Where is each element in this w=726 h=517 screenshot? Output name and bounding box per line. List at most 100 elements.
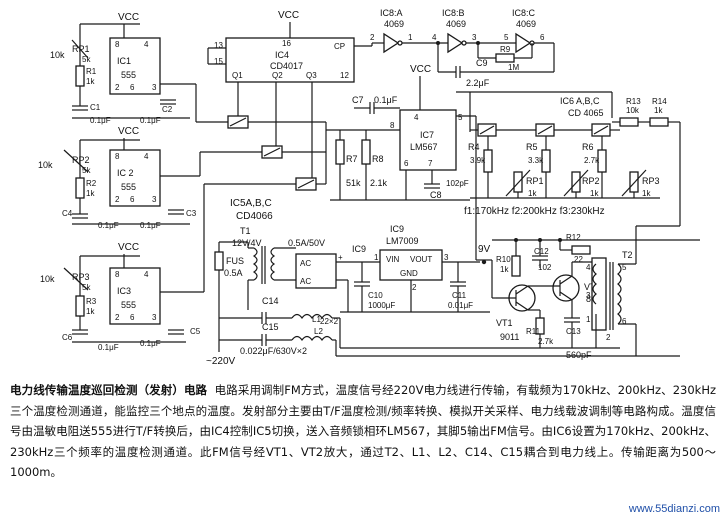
t2-primary bbox=[592, 263, 597, 305]
inductor-value: 22×2 bbox=[320, 317, 339, 326]
l1-inductor bbox=[291, 313, 333, 320]
svg-text:6: 6 bbox=[540, 33, 545, 42]
svg-text:5: 5 bbox=[458, 113, 463, 122]
l2-label: L2 bbox=[314, 327, 323, 336]
r13-resistor bbox=[619, 117, 639, 127]
caption-title: 电力线传输温度巡回检测（发射）电路 bbox=[10, 383, 208, 397]
c7-value: 0.1μF bbox=[374, 95, 398, 105]
rp3-tune-label: RP3 bbox=[642, 176, 660, 186]
supply-9v: 9V bbox=[478, 244, 491, 255]
c2-value: 0.1μF bbox=[140, 116, 161, 125]
ic4-counter-group: VCC 16 13 15 CP Q1 Q2 Q3 12 IC4 CD4017 bbox=[207, 10, 372, 178]
c13-label: C13 bbox=[566, 327, 581, 336]
r5-value: 3.3k bbox=[528, 156, 544, 165]
vt1-part: 9011 bbox=[500, 332, 519, 342]
r7-label: R7 bbox=[346, 154, 358, 164]
c5-label: C5 bbox=[190, 327, 201, 336]
svg-text:3: 3 bbox=[586, 291, 591, 300]
svg-text:2: 2 bbox=[115, 313, 120, 322]
r3-value: 1k bbox=[86, 307, 95, 316]
r2-label: R2 bbox=[86, 179, 97, 188]
vcc-label-ic2: VCC bbox=[118, 126, 139, 137]
c6-value: 0.1μF bbox=[98, 343, 119, 352]
svg-text:12: 12 bbox=[340, 71, 349, 80]
svg-text:3: 3 bbox=[444, 253, 449, 262]
ic2-name: IC 2 bbox=[117, 168, 134, 178]
coupling-group: C14 L1 22×2 C15 L2 0.022μF/630V×2 bbox=[219, 296, 680, 357]
rp2-tune-label: RP2 bbox=[582, 176, 600, 186]
svg-text:Q1: Q1 bbox=[232, 71, 243, 80]
ic3-chip bbox=[109, 267, 161, 325]
ic3-part: 555 bbox=[121, 300, 136, 310]
mains-label: ~220V bbox=[206, 356, 236, 367]
svg-text:6: 6 bbox=[130, 83, 135, 92]
vcc-label-ic1: VCC bbox=[118, 12, 139, 23]
r8-resistor bbox=[361, 139, 371, 165]
svg-text:5: 5 bbox=[622, 263, 627, 272]
c2-label: C2 bbox=[162, 105, 173, 114]
c8-value: 102pF bbox=[446, 179, 469, 188]
c8-label: C8 bbox=[430, 190, 442, 200]
frequency-channels: f1:170kHz f2:200kHz f3:230kHz bbox=[464, 206, 605, 217]
r2-value: 1k bbox=[86, 189, 95, 198]
rp1-tune-value: 1k bbox=[528, 189, 537, 198]
ic4-chip bbox=[225, 37, 355, 83]
svg-text:+: + bbox=[338, 253, 343, 262]
ic9-part: LM7009 bbox=[386, 236, 419, 246]
site-watermark: www.55dianzi.com bbox=[628, 503, 720, 515]
rp2-label: RP2 bbox=[72, 155, 90, 165]
c14-label: C14 bbox=[262, 296, 279, 306]
power-supply-group: T1 12V/4V FUS 0.5A 0.5A/50V AC AC + IC9 … bbox=[206, 224, 491, 367]
t2-secondary bbox=[617, 263, 622, 325]
svg-text:6: 6 bbox=[130, 195, 135, 204]
svg-text:3: 3 bbox=[152, 83, 157, 92]
ic8-oscillator-group: IC8:A 4069 IC8:B 4069 IC8:C 4069 2 4 1 3… bbox=[370, 8, 555, 88]
rp3-tune-value: 1k bbox=[642, 189, 651, 198]
pot2-value: 10k bbox=[38, 160, 53, 170]
c4-value: 0.1μF bbox=[98, 221, 119, 230]
ic3-name: IC3 bbox=[117, 286, 131, 296]
r12-value: 22 bbox=[574, 255, 583, 264]
svg-text:8: 8 bbox=[115, 152, 120, 161]
svg-text:Q2: Q2 bbox=[272, 71, 283, 80]
r7-resistor bbox=[335, 139, 345, 165]
ic9-name: IC9 bbox=[390, 224, 404, 234]
svg-text:3: 3 bbox=[152, 195, 157, 204]
ic8c-label: IC8:C bbox=[512, 8, 536, 18]
c5-value: 0.1μF bbox=[140, 339, 161, 348]
svg-text:4: 4 bbox=[144, 270, 149, 279]
ic8b-label: IC8:B bbox=[442, 8, 465, 18]
inverter-a bbox=[383, 32, 400, 54]
l2-inductor bbox=[291, 335, 333, 342]
vt2-transistor bbox=[552, 274, 580, 302]
r14-resistor bbox=[649, 117, 669, 127]
r14-value: 1k bbox=[654, 106, 663, 115]
ic6-name: IC6 A,B,C bbox=[560, 96, 600, 106]
ic1-name: IC1 bbox=[117, 56, 131, 66]
vcc-label-ic3: VCC bbox=[118, 242, 139, 253]
ic7-name: IC7 bbox=[420, 130, 434, 140]
rp2-tune-value: 1k bbox=[590, 189, 599, 198]
svg-text:2: 2 bbox=[606, 333, 611, 342]
vcc-label-ic4: VCC bbox=[278, 10, 299, 21]
ic2-chip bbox=[109, 149, 161, 207]
vcc-label-ic7: VCC bbox=[410, 64, 431, 75]
c11-label: C11 bbox=[452, 291, 467, 300]
svg-text:Q3: Q3 bbox=[306, 71, 317, 80]
rp3-label: RP3 bbox=[72, 272, 90, 282]
ic6-tuning-group: IC6 A,B,C CD 4065 R13 R14 10k 1k R4 3.9k… bbox=[456, 91, 681, 226]
r7-value: 51k bbox=[346, 178, 361, 188]
r13-label: R13 bbox=[626, 97, 641, 106]
c9-value: 2.2μF bbox=[466, 78, 490, 88]
svg-text:15: 15 bbox=[214, 57, 223, 66]
ic7-pll-group: VCC 4 8 6 7 5 IC7 LM567 C7 0.1μF R7 51k … bbox=[330, 64, 492, 261]
svg-text:6: 6 bbox=[404, 159, 409, 168]
driver-group: R10 1k C12 102 R12 22 VT1 9011 VT2 8050 … bbox=[491, 225, 700, 360]
svg-text:3: 3 bbox=[472, 33, 477, 42]
svg-text:8: 8 bbox=[115, 270, 120, 279]
r9-resistor bbox=[495, 53, 515, 63]
c3-label: C3 bbox=[186, 209, 197, 218]
ic7-chip bbox=[399, 109, 457, 171]
inverter-c bbox=[515, 32, 532, 54]
